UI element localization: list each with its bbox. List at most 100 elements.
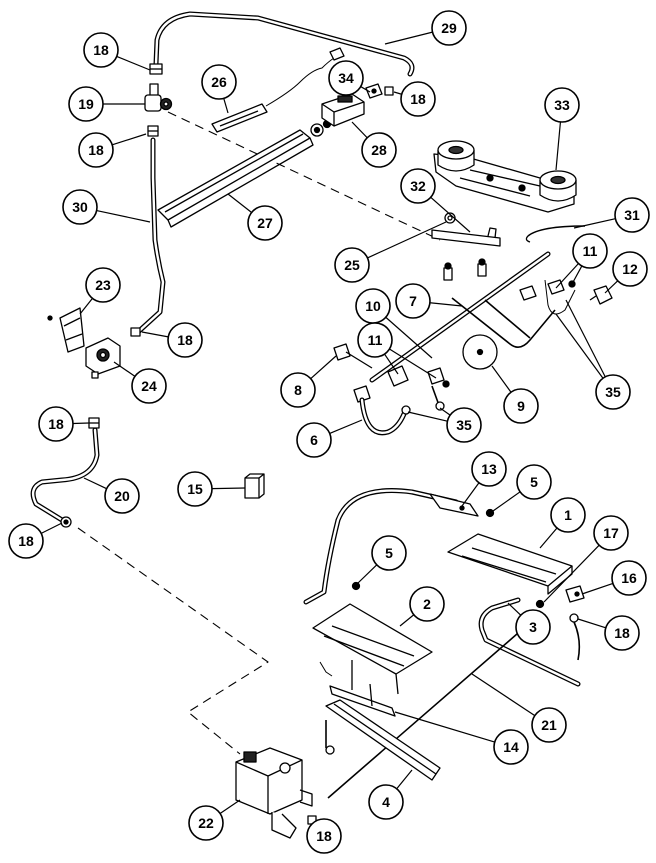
part-24-valve bbox=[85, 337, 121, 379]
callout-number: 2 bbox=[423, 596, 431, 612]
leader-line bbox=[399, 614, 415, 627]
callout-11: 11 bbox=[357, 322, 437, 379]
callout-number: 18 bbox=[88, 142, 104, 158]
part-valves bbox=[443, 258, 576, 315]
leader-line bbox=[360, 86, 371, 93]
part-35-fittings bbox=[401, 385, 445, 415]
callout-number: 9 bbox=[517, 398, 525, 414]
callout-number: 11 bbox=[368, 332, 383, 348]
part-8-valve bbox=[333, 343, 373, 369]
callout-35: 35 bbox=[555, 299, 631, 410]
callout-circle bbox=[85, 267, 121, 303]
part-21-tube bbox=[327, 613, 541, 799]
callout-circle bbox=[614, 197, 650, 233]
callout-circle bbox=[306, 818, 342, 854]
part-19-tee-fitting bbox=[144, 83, 173, 112]
callout-18: 18 bbox=[83, 32, 151, 71]
leader-line bbox=[555, 263, 579, 289]
callout-25: 25 bbox=[334, 221, 447, 283]
leader-line bbox=[357, 564, 378, 584]
leader-line bbox=[310, 355, 337, 380]
callout-circle bbox=[572, 233, 608, 269]
callout-5: 5 bbox=[492, 464, 552, 512]
leader-line bbox=[461, 482, 480, 507]
callout-11: 11 bbox=[555, 233, 608, 289]
leader-line bbox=[389, 348, 437, 379]
callout-number: 7 bbox=[409, 293, 417, 309]
callout-circle bbox=[68, 86, 104, 122]
callout-circle bbox=[446, 407, 482, 443]
callout-number: 5 bbox=[385, 545, 393, 561]
part-20-tube-inner bbox=[31, 428, 99, 522]
callout-circle bbox=[593, 515, 629, 551]
part-34-fitting bbox=[365, 83, 383, 99]
callout-circle bbox=[550, 497, 586, 533]
callout-number: 20 bbox=[114, 488, 130, 504]
leader-line bbox=[96, 209, 151, 223]
part-18-fitting bbox=[149, 63, 163, 75]
callout-circle bbox=[83, 32, 119, 68]
callout-number: 22 bbox=[198, 815, 214, 831]
callout-circle bbox=[409, 586, 445, 622]
callout-number: 33 bbox=[554, 97, 570, 113]
callout-number: 28 bbox=[371, 142, 387, 158]
callout-number: 32 bbox=[410, 178, 426, 194]
callout-circle bbox=[201, 64, 237, 100]
part-4-burner bbox=[325, 699, 441, 781]
part-26-electrode bbox=[211, 47, 345, 133]
leader-line bbox=[141, 331, 169, 338]
callout-number: 3 bbox=[529, 619, 537, 635]
callout-circle bbox=[296, 422, 332, 458]
callout-number: 15 bbox=[187, 481, 203, 497]
callout-circle bbox=[177, 471, 213, 507]
leader-line bbox=[116, 55, 151, 71]
callout-33: 33 bbox=[544, 87, 580, 171]
leader-line bbox=[227, 193, 252, 213]
callout-circle bbox=[493, 729, 529, 765]
callout-circle bbox=[361, 132, 397, 168]
callout-18: 18 bbox=[393, 81, 436, 117]
part-5-screw bbox=[485, 508, 495, 518]
callout-number: 25 bbox=[344, 257, 360, 273]
callout-35: 35 bbox=[407, 407, 482, 443]
part-6-tube-inner bbox=[360, 398, 406, 435]
callout-21: 21 bbox=[471, 673, 567, 743]
callout-circle bbox=[471, 451, 507, 487]
callout-number: 16 bbox=[621, 570, 637, 586]
callout-circle bbox=[516, 464, 552, 500]
callout-number: 35 bbox=[605, 384, 621, 400]
leader-line bbox=[384, 31, 433, 45]
callout-number: 29 bbox=[441, 20, 457, 36]
callout-circle bbox=[357, 322, 393, 358]
callout-number: 8 bbox=[294, 382, 302, 398]
leader-line bbox=[40, 522, 63, 534]
part-2-plate bbox=[312, 603, 433, 695]
part-9-disc bbox=[462, 334, 498, 370]
part-17-fitting bbox=[535, 599, 545, 609]
part-18-fitting bbox=[130, 327, 141, 337]
callout-number: 18 bbox=[614, 625, 630, 641]
callout-number: 18 bbox=[93, 42, 109, 58]
callout-circle bbox=[544, 87, 580, 123]
part-32-bracket bbox=[431, 227, 501, 247]
callout-circle bbox=[400, 168, 436, 204]
callout-circle bbox=[334, 247, 370, 283]
callout-number: 26 bbox=[211, 74, 227, 90]
callout-23: 23 bbox=[79, 267, 121, 315]
callout-circle bbox=[62, 189, 98, 225]
leader-line bbox=[604, 280, 619, 294]
callout-circle bbox=[531, 707, 567, 743]
leader-line bbox=[471, 673, 536, 717]
leader-line bbox=[555, 313, 604, 379]
part-1-plate bbox=[447, 533, 573, 595]
part-5-screw bbox=[351, 581, 361, 591]
callout-18: 18 bbox=[8, 522, 63, 559]
callout-24: 24 bbox=[113, 361, 167, 404]
callout-3: 3 bbox=[507, 602, 551, 645]
callout-number: 17 bbox=[603, 525, 619, 541]
callout-number: 18 bbox=[177, 332, 193, 348]
callout-circle bbox=[328, 60, 364, 96]
part-13-bracket bbox=[429, 493, 479, 517]
part-23-bracket bbox=[47, 307, 85, 353]
